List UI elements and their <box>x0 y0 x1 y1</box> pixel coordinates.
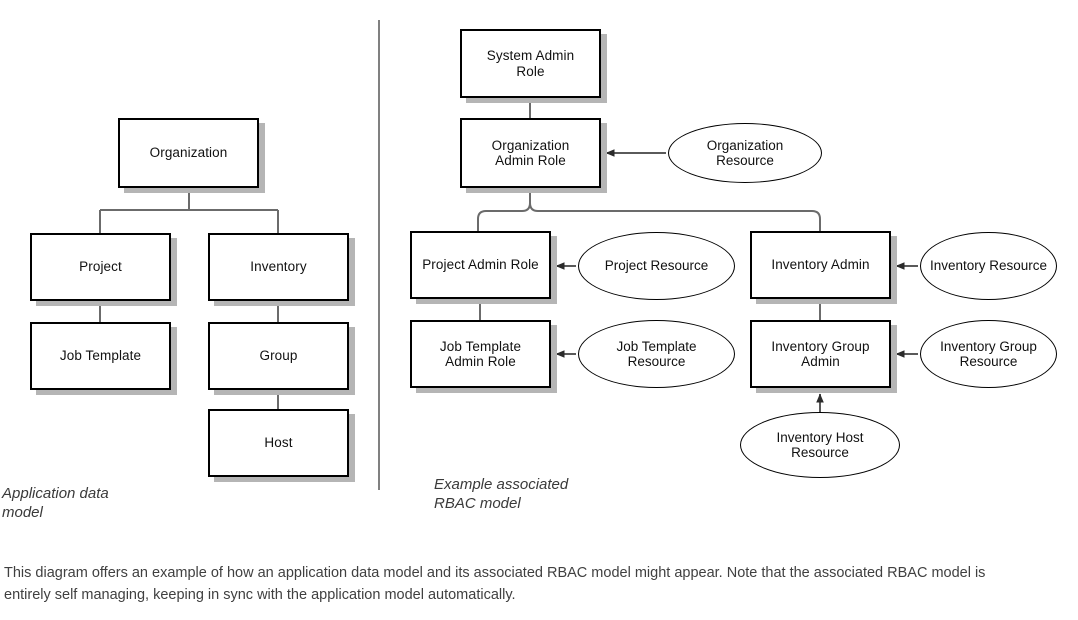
node-inventory[interactable]: Inventory <box>208 233 349 301</box>
node-project-admin-role[interactable]: Project Admin Role <box>410 231 551 299</box>
node-organization-admin-role-label: Organization Admin Role <box>491 137 570 169</box>
node-group-label: Group <box>259 348 298 364</box>
right-panel-caption: Example associated RBAC model <box>434 476 569 512</box>
node-project[interactable]: Project <box>30 233 171 301</box>
node-inventory-admin[interactable]: Inventory Admin <box>750 231 891 299</box>
node-project-resource[interactable]: Project Resource <box>578 232 735 300</box>
node-inventory-group-admin[interactable]: Inventory Group Admin <box>750 320 891 388</box>
node-inventory-group-admin-label: Inventory Group Admin <box>771 338 870 370</box>
node-group[interactable]: Group <box>208 322 349 390</box>
node-job-template-resource[interactable]: Job Template Resource <box>578 320 735 388</box>
left-panel-caption: Application data model <box>2 485 109 521</box>
node-organization-admin-role[interactable]: Organization Admin Role <box>460 118 601 188</box>
node-inventory-group-resource-label: Inventory Group Resource <box>940 338 1037 370</box>
node-project-resource-label: Project Resource <box>604 258 709 274</box>
node-host[interactable]: Host <box>208 409 349 477</box>
node-organization[interactable]: Organization <box>118 118 259 188</box>
node-inventory-resource-label: Inventory Resource <box>929 258 1048 274</box>
resource-arrows <box>555 149 918 412</box>
node-inventory-resource[interactable]: Inventory Resource <box>920 232 1057 300</box>
node-job-template-admin-role[interactable]: Job Template Admin Role <box>410 320 551 388</box>
node-job-template[interactable]: Job Template <box>30 322 171 390</box>
node-organization-label: Organization <box>149 145 228 161</box>
node-job-template-admin-role-label: Job Template Admin Role <box>439 338 522 370</box>
node-inventory-host-resource[interactable]: Inventory Host Resource <box>740 412 900 478</box>
panel-divider <box>378 20 380 490</box>
node-inventory-admin-label: Inventory Admin <box>771 257 870 273</box>
node-project-admin-role-label: Project Admin Role <box>422 257 539 273</box>
node-host-label: Host <box>264 435 293 451</box>
node-organization-resource[interactable]: Organization Resource <box>668 123 822 183</box>
node-project-label: Project <box>79 259 122 275</box>
node-job-template-label: Job Template <box>59 348 142 364</box>
node-inventory-label: Inventory <box>250 259 307 275</box>
node-job-template-resource-label: Job Template Resource <box>616 338 697 370</box>
node-organization-resource-label: Organization Resource <box>706 137 784 169</box>
node-inventory-host-resource-label: Inventory Host Resource <box>776 429 864 461</box>
node-inventory-group-resource[interactable]: Inventory Group Resource <box>920 320 1057 388</box>
node-system-admin-role-label: System Admin Role <box>486 48 575 79</box>
footer-paragraph: This diagram offers an example of how an… <box>4 565 986 603</box>
node-system-admin-role[interactable]: System Admin Role <box>460 29 601 98</box>
